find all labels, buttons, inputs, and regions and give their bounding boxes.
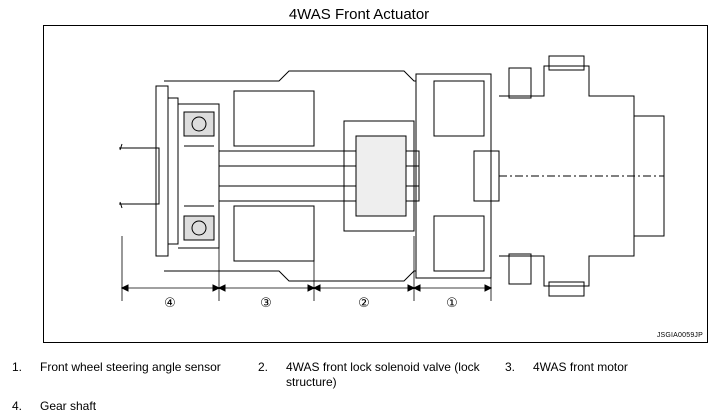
legend-number: 1. (12, 360, 23, 374)
gear-shaft-left (119, 147, 160, 205)
section-label-4: ④ (164, 296, 176, 311)
legend-text: Front wheel steering angle sensor (40, 360, 221, 374)
section-label-1: ① (446, 296, 458, 311)
legend-text: Gear shaft (40, 399, 97, 413)
motor-stator-lower (233, 205, 315, 262)
left-flange (155, 85, 169, 257)
legend-text: 4WAS front motor (533, 360, 628, 374)
diagram-title: 4WAS Front Actuator (288, 6, 430, 23)
figure-code: JSGIA0059JP (656, 332, 703, 339)
section-label-3: ③ (260, 296, 272, 311)
dimension-extension-lines (121, 236, 492, 301)
legend-item-2: 2. 4WAS front lock solenoid valve (lock … (258, 360, 501, 390)
motor-stator-upper (233, 90, 315, 147)
legend-item-3: 3. 4WAS front motor (505, 360, 713, 375)
legend-number: 4. (12, 399, 23, 413)
section-label-2: ② (358, 296, 370, 311)
legend-item-1: 1. Front wheel steering angle sensor (12, 360, 255, 375)
legend-number: 3. (505, 360, 516, 374)
center-shaft (218, 150, 420, 202)
solenoid-body (343, 120, 415, 232)
legend-item-4: 4. Gear shaft (12, 399, 255, 414)
legend-number: 2. (258, 360, 269, 374)
diagram-frame: ④ ③ ② ① JSGIA0059JP (43, 25, 708, 343)
actuator-cross-section-drawing: ④ ③ ② ① (119, 55, 665, 311)
angle-sensor-block (415, 73, 492, 279)
legend-text: 4WAS front lock solenoid valve (lock str… (286, 360, 480, 389)
